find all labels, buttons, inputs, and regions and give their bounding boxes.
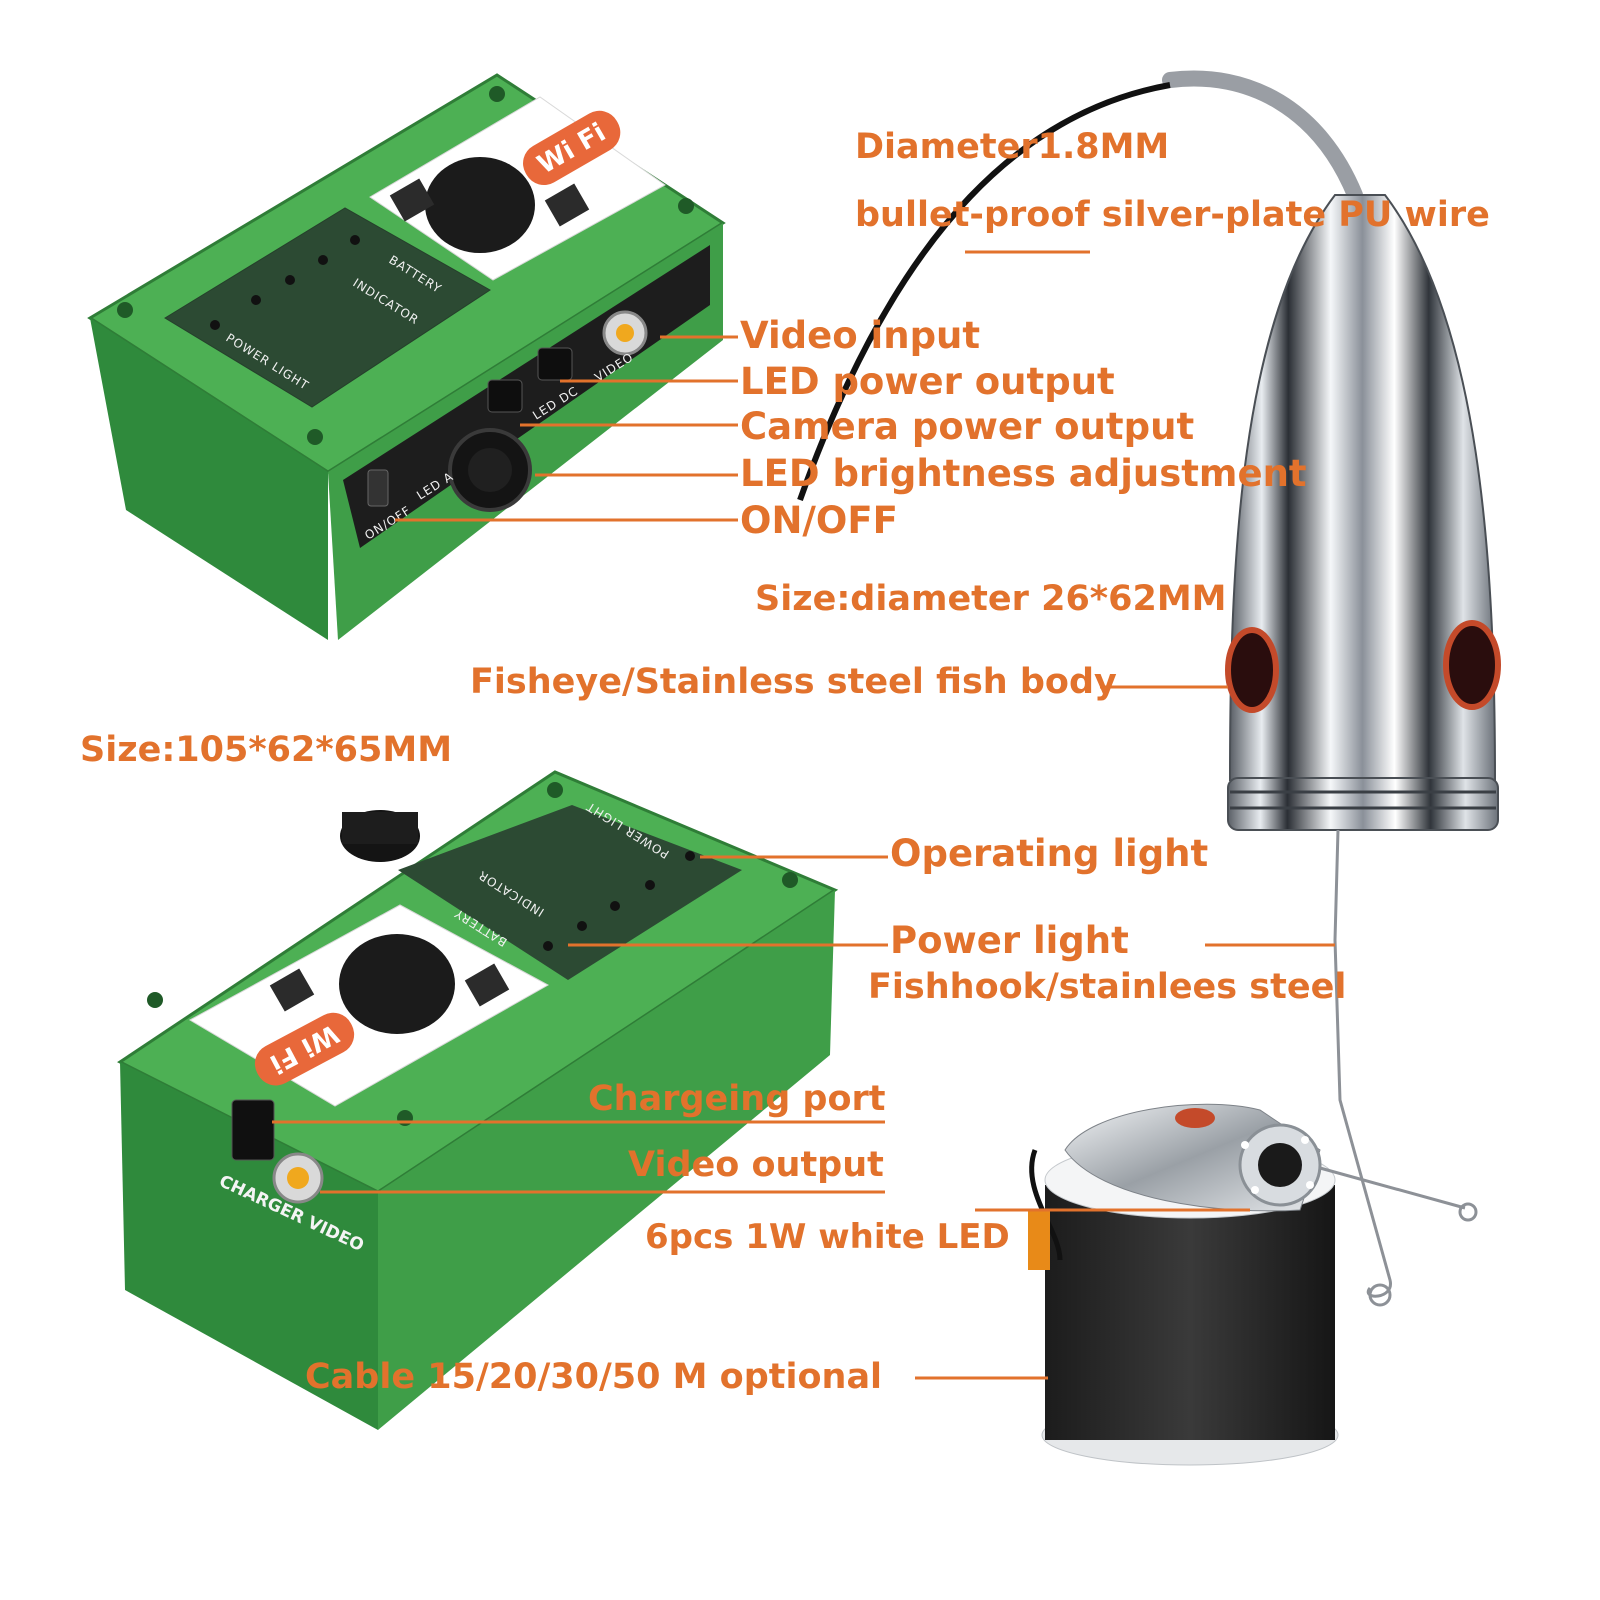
callout-wire: bullet-proof silver-plate PU wire bbox=[855, 195, 1490, 235]
callout-fishhook: Fishhook/stainlees steel bbox=[868, 967, 1347, 1007]
fisheye-lens-right bbox=[1443, 620, 1501, 710]
bottom-control-box: Wi Fi POWER LIGHT INDICATOR BATTERY CHAR… bbox=[117, 770, 839, 1430]
callout-cable: Cable 15/20/30/50 M optional bbox=[305, 1357, 883, 1397]
callout-charging-port: Chargeing port bbox=[588, 1079, 886, 1119]
bottom-box-side bbox=[378, 890, 835, 1430]
callout-diameter: Diameter1.8MM bbox=[855, 127, 1170, 167]
leader-lines bbox=[272, 250, 1335, 1380]
top-wifi-badge bbox=[523, 110, 621, 185]
top-box-front bbox=[90, 318, 328, 640]
callout-on-off: ON/OFF bbox=[740, 499, 898, 542]
bottom-indicator-panel bbox=[398, 805, 742, 980]
callout-led-power-output: LED power output bbox=[740, 360, 1115, 403]
underwater-camera bbox=[797, 70, 1501, 1307]
top-control-box: Wi Fi BATTERY INDICATOR POWER LIGHT VIDE… bbox=[87, 73, 726, 640]
camera-ring bbox=[1227, 777, 1499, 831]
black-wire bbox=[797, 82, 1171, 502]
callout-camera-size: Size:diameter 26*62MM bbox=[755, 579, 1227, 619]
spool-wrap bbox=[1045, 1185, 1335, 1440]
callout-operating-light: Operating light bbox=[890, 832, 1209, 875]
bottom-wifi-badge bbox=[254, 1012, 355, 1086]
top-qr-code bbox=[425, 157, 535, 253]
callout-white-led: 6pcs 1W white LED bbox=[645, 1217, 1010, 1257]
callout-box-size: Size:105*62*65MM bbox=[80, 730, 453, 770]
callout-led-brightness: LED brightness adjustment bbox=[740, 452, 1307, 495]
callout-fish-body: Fisheye/Stainless steel fish body bbox=[470, 662, 1117, 702]
bottom-box-front bbox=[120, 1062, 378, 1430]
pu-wire bbox=[1162, 70, 1363, 203]
top-camera-dc-port bbox=[487, 379, 523, 413]
bottom-qr-code bbox=[339, 934, 455, 1034]
callout-camera-power-output: Camera power output bbox=[740, 405, 1195, 448]
top-led-dc-port bbox=[537, 347, 573, 381]
bottom-charging-port bbox=[231, 1099, 275, 1161]
fisheye-lens-left bbox=[1225, 627, 1279, 713]
callout-power-light: Power light bbox=[890, 919, 1129, 962]
fishhook-wire bbox=[1333, 829, 1392, 1298]
top-indicator-panel bbox=[164, 207, 491, 408]
cable-spool bbox=[1028, 1103, 1478, 1466]
top-power-switch bbox=[367, 469, 389, 507]
callout-video-input: Video input bbox=[740, 314, 981, 357]
callout-video-output: Video output bbox=[628, 1145, 884, 1185]
